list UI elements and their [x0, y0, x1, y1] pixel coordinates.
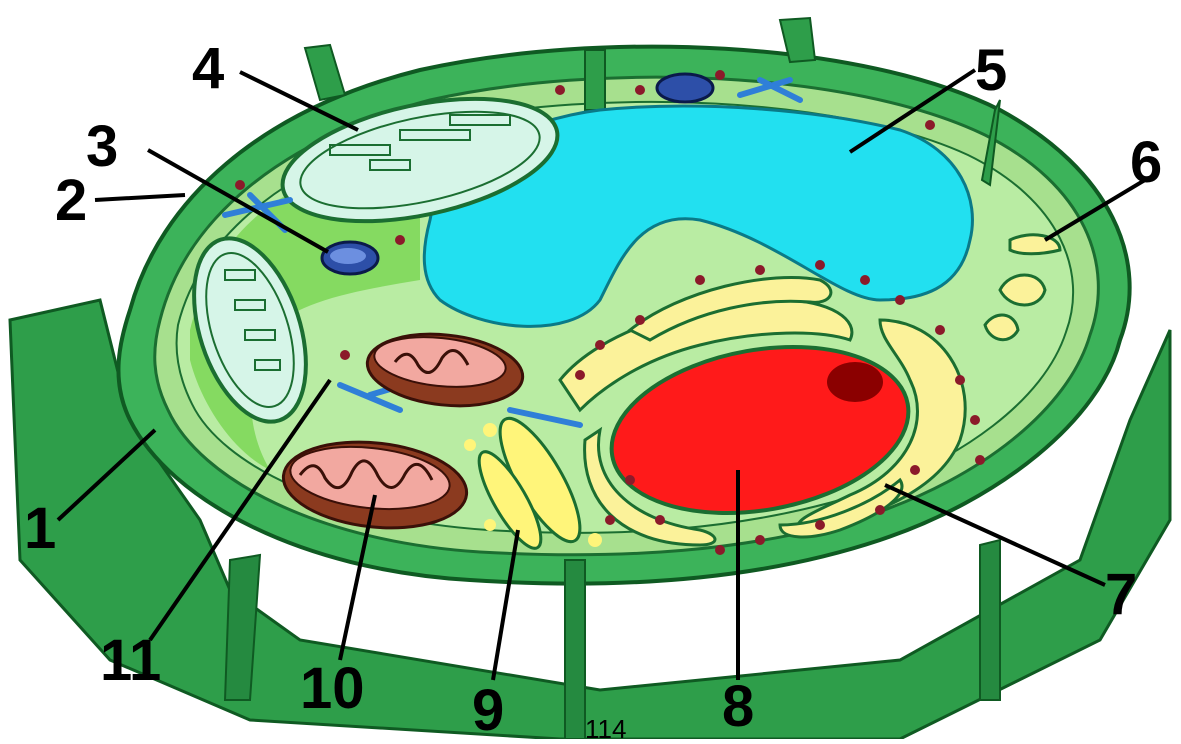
small-vacuole-top [657, 74, 713, 102]
callout-4: 4 [192, 40, 224, 98]
callout-9: 9 [472, 682, 504, 740]
callout-3: 3 [86, 118, 118, 176]
small-vacuole-highlight [330, 248, 366, 264]
nucleolus [827, 362, 883, 402]
callout-5: 5 [975, 42, 1007, 100]
callout-8: 8 [722, 678, 754, 736]
callout-10: 10 [300, 660, 365, 718]
callout-2: 2 [55, 172, 87, 230]
callout-1: 1 [24, 500, 56, 558]
page-number: 114 [585, 716, 626, 742]
callout-11: 11 [100, 632, 161, 690]
callout-6: 6 [1130, 134, 1162, 192]
callout-7: 7 [1105, 566, 1137, 624]
